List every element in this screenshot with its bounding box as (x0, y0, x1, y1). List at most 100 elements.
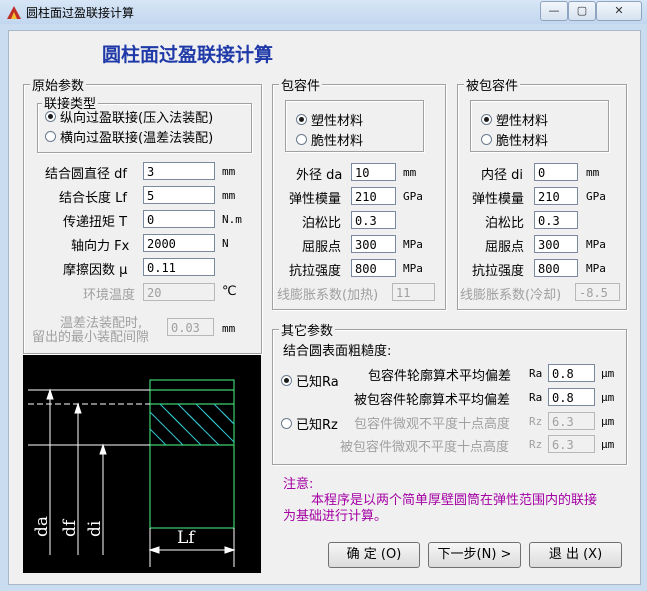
note-text: 注意: 本程序是以两个简单厚壁圆筒在弹性范围内的联接 为基础进行计算。 (283, 477, 628, 525)
inner-di-input[interactable]: 0 (534, 163, 578, 181)
df-unit: mm (222, 165, 236, 178)
df-input[interactable]: 3 (143, 162, 215, 180)
df-label: 结合圆直径 df (45, 167, 127, 182)
env-temp-unit: ℃ (222, 284, 237, 299)
outer-yield-input[interactable]: 300 (351, 235, 396, 253)
inner-expansion-label: 线膨胀系数(冷却) (460, 288, 562, 303)
rz-radio[interactable] (281, 418, 292, 429)
friction-input[interactable]: 0.11 (143, 258, 215, 276)
roughness-subtitle: 结合圆表面粗糙度: (283, 344, 392, 359)
inner-poisson-label: 泊松比 (485, 216, 525, 231)
inner-expansion-input[interactable]: -8.5 (575, 283, 620, 301)
rz-option-label[interactable]: 已知Rz (296, 418, 338, 433)
outer-da-input[interactable]: 10 (351, 163, 396, 181)
clearance-label-line1: 温差法装配时, (60, 316, 143, 331)
ra-radio[interactable] (281, 375, 292, 386)
transverse-radio[interactable] (45, 131, 56, 142)
minimize-button[interactable]: — (540, 1, 568, 21)
axial-force-unit: N (222, 237, 229, 250)
inner-plastic-label[interactable]: 塑性材料 (496, 114, 549, 129)
transverse-label[interactable]: 横向过盈联接(温差法装配) (60, 131, 214, 146)
outer-expansion-input[interactable]: 11 (392, 283, 435, 301)
outer-plastic-radio[interactable] (296, 114, 307, 125)
next-button[interactable]: 下一步(N) > (428, 542, 521, 568)
outer-rz-label: 包容件微观不平度十点高度 (354, 417, 511, 432)
exit-button[interactable]: 退 出 (X) (529, 542, 622, 568)
inner-material-group (470, 100, 609, 152)
outer-da-unit: mm (403, 166, 417, 179)
other-params-group (272, 329, 627, 465)
inner-tensile-input[interactable]: 800 (534, 259, 578, 277)
longitudinal-label[interactable]: 纵向过盈联接(压入法装配) (60, 111, 214, 126)
note-line1: 本程序是以两个简单厚壁圆筒在弹性范围内的联接 (311, 493, 598, 508)
close-button[interactable]: ✕ (596, 1, 642, 21)
outer-yield-unit: MPa (403, 238, 423, 251)
inner-brittle-radio[interactable] (481, 134, 492, 145)
lf-input[interactable]: 5 (143, 186, 215, 204)
lf-unit: mm (222, 189, 236, 202)
inner-modulus-input[interactable]: 210 (534, 187, 578, 205)
inner-yield-input[interactable]: 300 (534, 235, 578, 253)
ok-button[interactable]: 确 定 (O) (328, 542, 420, 568)
connection-type-group (37, 103, 252, 153)
inner-di-unit: mm (586, 166, 600, 179)
connection-type-title: 联接类型 (42, 93, 99, 112)
note-title: 注意: (283, 477, 314, 492)
outer-modulus-unit: GPa (403, 190, 423, 203)
outer-tensile-input[interactable]: 800 (351, 259, 396, 277)
inner-ra-sym: Ra (529, 391, 543, 404)
original-params-group (23, 84, 262, 354)
ra-option-label[interactable]: 已知Ra (296, 375, 339, 390)
inner-di-label: 内径 di (481, 168, 523, 183)
longitudinal-radio[interactable] (45, 111, 56, 122)
env-temp-input[interactable]: 20 (143, 283, 215, 301)
clearance-input[interactable]: 0.03 (167, 318, 214, 336)
outer-yield-label: 屈服点 (302, 240, 342, 255)
inner-ra-unit: μm (601, 391, 615, 404)
inner-ra-label: 被包容件轮廓算术平均偏差 (354, 393, 511, 408)
outer-material-group (285, 100, 424, 152)
torque-label: 传递扭矩 T (63, 215, 128, 230)
outer-rz-input[interactable]: 6.3 (548, 412, 595, 430)
inner-plastic-radio[interactable] (481, 114, 492, 125)
axial-force-label: 轴向力 Fx (71, 239, 130, 254)
clearance-unit: mm (222, 322, 236, 335)
page-title: 圆柱面过盈联接计算 (102, 44, 274, 66)
friction-label: 摩擦因数 μ (63, 263, 128, 278)
other-params-title: 其它参数 (279, 320, 336, 339)
window-title: 圆柱面过盈联接计算 (26, 6, 135, 20)
torque-input[interactable]: 0 (143, 210, 215, 228)
title-bar (0, 0, 647, 24)
inner-part-group (457, 84, 627, 310)
outer-ra-input[interactable]: 0.8 (548, 364, 595, 382)
outer-expansion-label: 线膨胀系数(加热) (277, 288, 379, 303)
da-dimension-label: da (32, 516, 52, 537)
outer-rz-unit: μm (601, 415, 615, 428)
outer-brittle-label[interactable]: 脆性材料 (311, 134, 364, 149)
outer-ra-label: 包容件轮廓算术平均偏差 (368, 369, 512, 384)
original-params-title: 原始参数 (30, 75, 87, 94)
inner-tensile-unit: MPa (586, 262, 606, 275)
outer-poisson-input[interactable]: 0.3 (351, 211, 396, 229)
outer-tensile-label: 抗拉强度 (289, 264, 342, 279)
inner-brittle-label[interactable]: 脆性材料 (496, 134, 549, 149)
outer-modulus-label: 弹性模量 (289, 192, 342, 207)
axial-force-input[interactable]: 2000 (143, 234, 215, 252)
outer-brittle-radio[interactable] (296, 134, 307, 145)
inner-rz-input[interactable]: 6.3 (548, 435, 595, 453)
outer-plastic-label[interactable]: 塑性材料 (311, 114, 364, 129)
clearance-label-line2: 留出的最小装配间隙 (32, 330, 150, 345)
maximize-button[interactable]: ▢ (568, 1, 596, 21)
inner-rz-unit: μm (601, 438, 615, 451)
inner-yield-unit: MPa (586, 238, 606, 251)
inner-modulus-label: 弹性模量 (472, 192, 525, 207)
outer-rz-sym: Rz (529, 415, 543, 428)
inner-ra-input[interactable]: 0.8 (548, 388, 595, 406)
inner-rz-sym: Rz (529, 438, 543, 451)
torque-unit: N.m (222, 213, 242, 226)
outer-modulus-input[interactable]: 210 (351, 187, 396, 205)
outer-part-group (272, 84, 446, 310)
app-icon (7, 6, 21, 19)
inner-poisson-input[interactable]: 0.3 (534, 211, 578, 229)
outer-da-label: 外径 da (296, 168, 343, 183)
